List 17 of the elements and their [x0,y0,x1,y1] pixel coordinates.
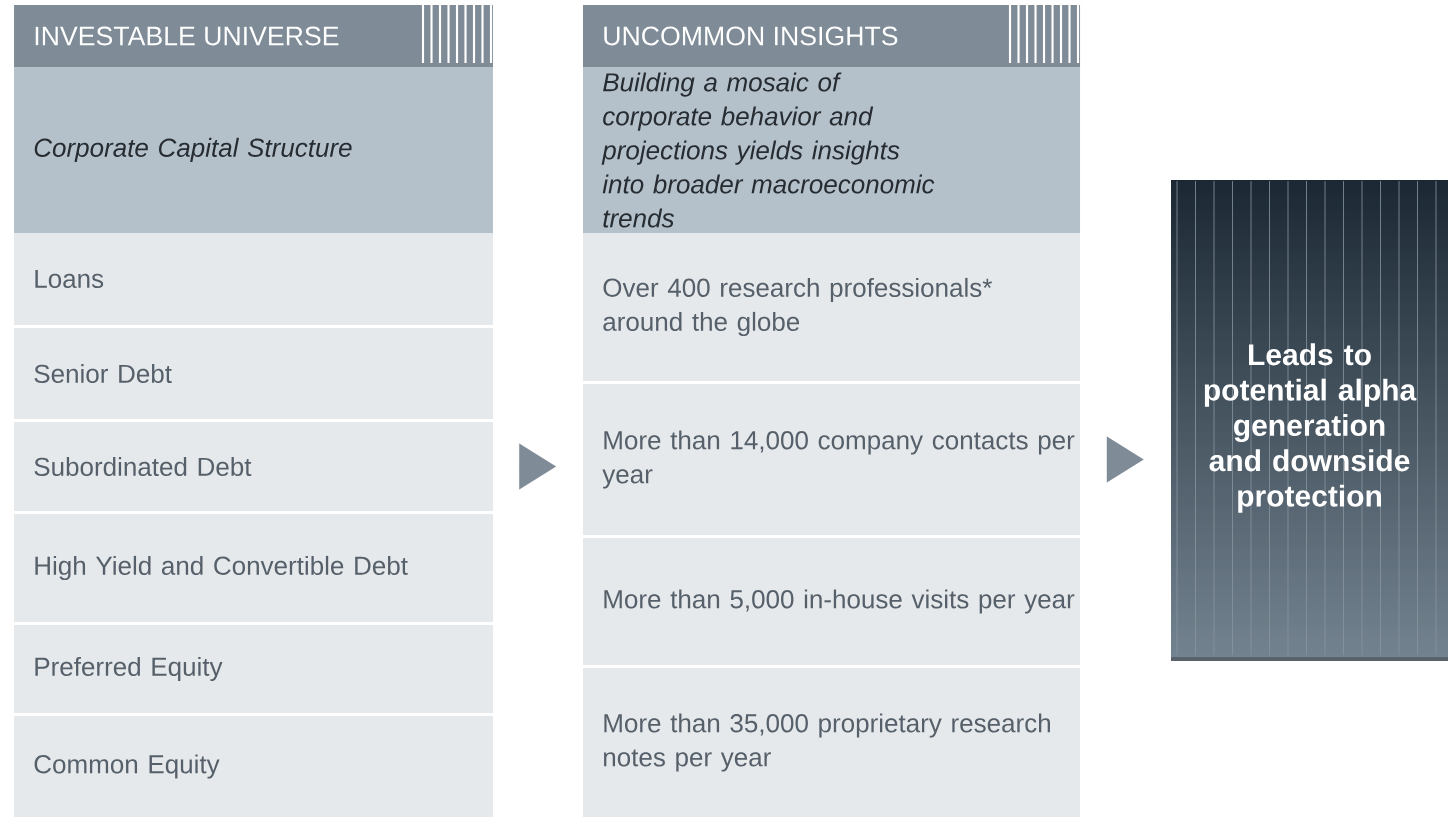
header-bar: UNCOMMON INSIGHTS [583,5,1081,67]
list-row: Over 400 research professionals* around the globe [583,233,1081,381]
subheader-box: Corporate Capital Structure [14,67,493,233]
list-row: Loans [14,233,493,325]
arrow [519,443,557,490]
list-row: More than 14,000 company contacts per year [583,384,1081,535]
subheader-box: Building a mosaic of corporate behavior and projections yields insights into broader macroeconomic trends [583,67,1081,233]
list-row: Senior Debt [14,328,493,419]
list-row: Preferred Equity [14,625,493,713]
list-row: Subordinated Debt [14,421,493,512]
list-row: Common Equity [14,715,493,818]
header-bar: INVESTABLE UNIVERSE [14,5,493,67]
arrow [1106,436,1144,483]
list-row: High Yield and Convertible Debt [14,514,493,622]
list-row: More than 5,000 in-house visits per year [583,538,1081,665]
list-row: More than 35,000 proprietary research notes per year [583,667,1081,818]
result-box: Leads to potential alpha generation and downside protection [1171,180,1448,661]
